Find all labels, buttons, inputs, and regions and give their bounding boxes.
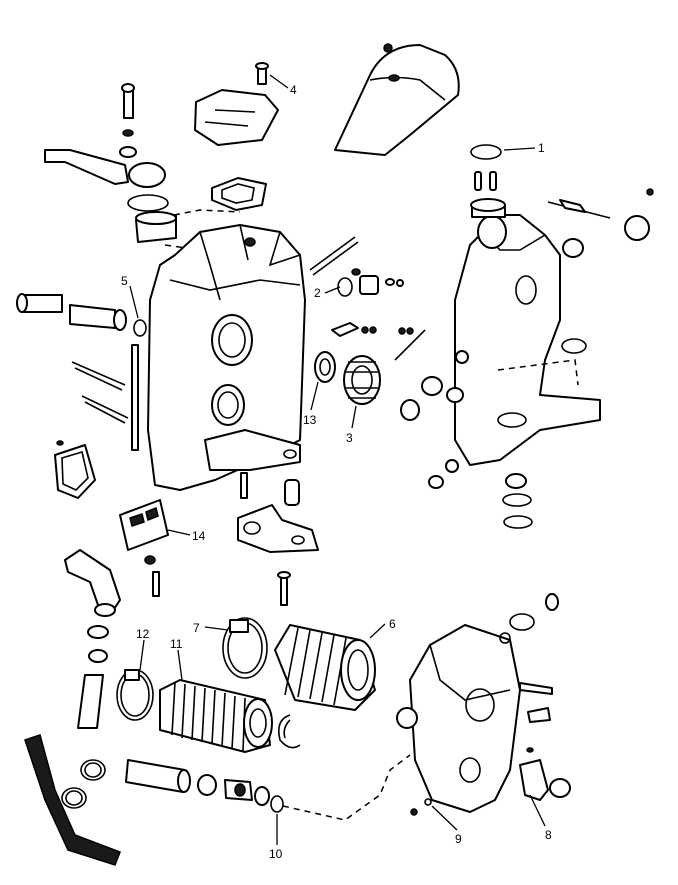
callout-5: 5 [121,274,128,288]
callout-12: 12 [136,627,150,641]
clamp-12 [116,669,154,721]
callout-13: 13 [303,413,317,427]
ujoint-bellows [274,624,376,711]
top-gasket [211,177,267,211]
left-studs [71,361,129,424]
exhaust-tube [125,754,411,821]
inset-hose-kit [24,734,121,866]
callout-11: 11 [170,637,183,651]
center-hardware [309,236,426,361]
small-gasket [54,440,96,499]
top-cover [334,43,460,156]
left-tube-assembly [16,293,147,451]
bearings [314,351,381,405]
gimbal-housing [147,224,306,491]
exhaust-bellows [159,679,273,753]
callout-4: 4 [290,83,297,97]
block-14 [119,499,169,597]
mount-block [194,62,279,146]
clamp-7 [222,617,268,679]
callout-8: 8 [545,828,552,842]
water-elbow [64,549,121,729]
callout-10: 10 [269,847,283,861]
bell-housing [396,593,571,816]
callout-6: 6 [389,617,396,631]
callout-leaders [129,74,546,845]
callout-7: 7 [193,621,200,635]
gimbal-ring [454,144,601,466]
shift-lever-assembly [44,83,241,251]
callout-3: 3 [346,431,353,445]
callout-2: 2 [314,286,321,300]
callout-labels: 1 2 3 4 5 6 7 8 9 10 11 12 13 14 [121,83,552,861]
callout-1: 1 [538,141,545,155]
callout-14: 14 [192,529,206,543]
trim-sender [547,188,654,354]
callout-9: 9 [455,832,462,846]
snap-ring [277,714,301,749]
right-hardware [400,376,533,529]
lower-bracket [237,472,319,606]
